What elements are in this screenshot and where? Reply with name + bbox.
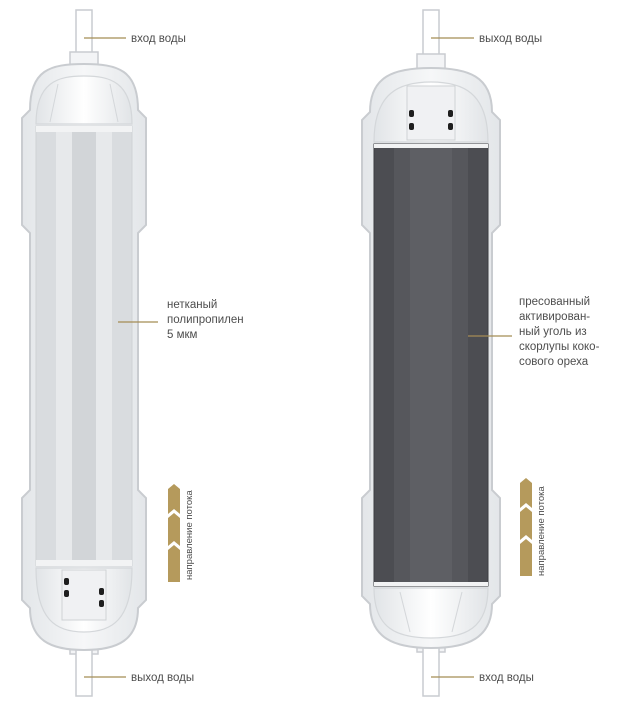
right-top-label: выход воды xyxy=(479,33,542,45)
left-media-line: полипропилен xyxy=(167,314,244,326)
left-media-label: нетканый полипропилен 5 мкм xyxy=(167,299,247,341)
left-hole xyxy=(99,600,104,607)
right-hole xyxy=(448,123,453,130)
left-filter: вход воды выход воды нетканый полипропил… xyxy=(21,9,247,697)
right-media-line: ный уголь из xyxy=(519,326,587,338)
left-hole xyxy=(64,590,69,597)
right-hole xyxy=(409,110,414,117)
left-media-line: 5 мкм xyxy=(167,329,198,341)
right-top-core xyxy=(406,85,456,141)
right-flow-arrow-icon xyxy=(520,478,532,576)
right-flow-label: направление потока xyxy=(536,486,547,576)
right-media-label: пресованный активирован- ный уголь из ск… xyxy=(519,296,603,368)
right-hole xyxy=(448,110,453,117)
right-filter: выход воды вход воды пресованный активир… xyxy=(361,9,603,697)
right-hole xyxy=(409,123,414,130)
left-hole xyxy=(64,578,69,585)
left-bottom-label: выход воды xyxy=(131,672,194,684)
left-top-label: вход воды xyxy=(131,33,186,45)
left-top-cap xyxy=(35,75,133,125)
left-flow-arrow-icon xyxy=(168,484,180,582)
right-media-line: сового ореха xyxy=(519,356,589,368)
right-media-line: скорлупы коко- xyxy=(519,341,600,353)
left-media-line: нетканый xyxy=(167,299,217,311)
left-bottom-core xyxy=(61,569,107,621)
left-hole xyxy=(99,588,104,595)
right-bottom-label: вход воды xyxy=(479,672,534,684)
left-flow-label: направление потока xyxy=(184,490,195,580)
right-media-line: пресованный xyxy=(519,296,590,308)
right-media-line: активирован- xyxy=(519,311,590,323)
